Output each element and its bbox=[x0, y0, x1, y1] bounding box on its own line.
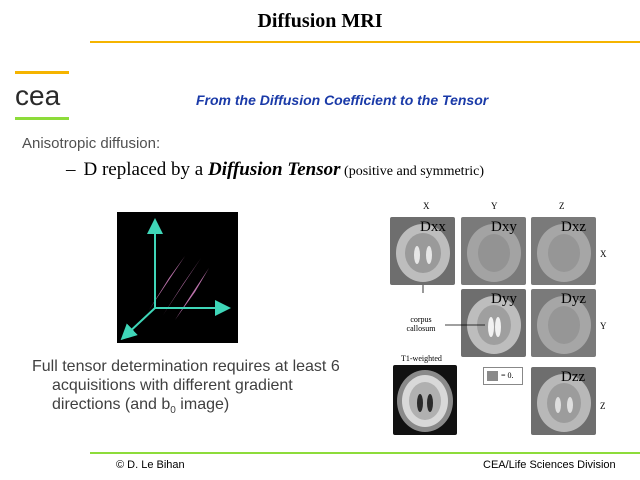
slide-title: Diffusion MRI bbox=[257, 10, 383, 32]
t1-weighted-label: T1-weighted bbox=[401, 354, 442, 363]
logo-wordmark: cea bbox=[15, 80, 61, 111]
scale-label: = 0. bbox=[501, 371, 514, 380]
tile-dxy: Dxy bbox=[461, 217, 526, 285]
bullet-line: –D replaced by a Diffusion Tensor (posit… bbox=[66, 159, 484, 181]
row-label-x: X bbox=[600, 249, 607, 259]
footer-divider bbox=[90, 452, 640, 454]
tile-label-dzz: Dzz bbox=[561, 369, 586, 385]
bullet-dash: – bbox=[66, 159, 76, 180]
tile-label-dyy: Dyy bbox=[491, 291, 517, 307]
tile-label-dxy: Dxy bbox=[491, 219, 517, 235]
slide-subtitle: From the Diffusion Coefficient to the Te… bbox=[196, 92, 489, 108]
tile-label-dxx: Dxx bbox=[420, 219, 446, 235]
bullet-emphasis: Diffusion Tensor bbox=[208, 159, 341, 180]
row-label-y: Y bbox=[600, 321, 607, 331]
callosum-pointer bbox=[422, 285, 485, 326]
tile-label-dxz: Dxz bbox=[561, 219, 586, 235]
cea-logo: cea bbox=[15, 71, 69, 120]
tile-dxx: Dxx bbox=[390, 217, 455, 285]
tensor-plane-2 bbox=[163, 258, 201, 315]
note-line-1: Full tensor determination requires at le… bbox=[32, 358, 340, 375]
tensor-plane-3 bbox=[175, 268, 209, 320]
scale-swatch bbox=[487, 371, 498, 381]
tensor-plane-1 bbox=[149, 256, 185, 310]
bullet-prefix: D replaced by a bbox=[83, 159, 208, 180]
bullet-suffix: (positive and symmetric) bbox=[340, 164, 484, 179]
col-label-y: Y bbox=[491, 201, 498, 211]
note-line-2: acquisitions with different gradient bbox=[52, 377, 293, 394]
section-label: Anisotropic diffusion: bbox=[22, 135, 161, 152]
scale-legend: = 0. bbox=[483, 367, 523, 385]
tile-t1-weighted bbox=[393, 365, 457, 435]
title-divider bbox=[90, 41, 640, 43]
row-label-z: Z bbox=[600, 401, 606, 411]
tile-dxz: Dxz bbox=[531, 217, 596, 285]
tile-dzz: Dzz bbox=[531, 367, 596, 435]
col-label-x: X bbox=[423, 201, 430, 211]
footer-division: CEA/Life Sciences Division bbox=[483, 459, 616, 471]
tile-dyy: Dyy bbox=[461, 289, 526, 357]
footer-copyright: © D. Le Bihan bbox=[116, 459, 185, 471]
tensor-note: Full tensor determination requires at le… bbox=[32, 357, 382, 420]
col-label-z: Z bbox=[559, 201, 565, 211]
tensor-illustration bbox=[117, 212, 238, 343]
note-line-3: directions (and b0 image) bbox=[52, 396, 230, 417]
tensor-map-figure: X Y Z X Y Z Dxx Dxy Dxz Dyy Dyz Dzz corp… bbox=[385, 197, 625, 441]
axis-arrow-diag bbox=[120, 307, 156, 341]
tile-dyz: Dyz bbox=[531, 289, 596, 357]
tile-label-dyz: Dyz bbox=[561, 291, 586, 307]
